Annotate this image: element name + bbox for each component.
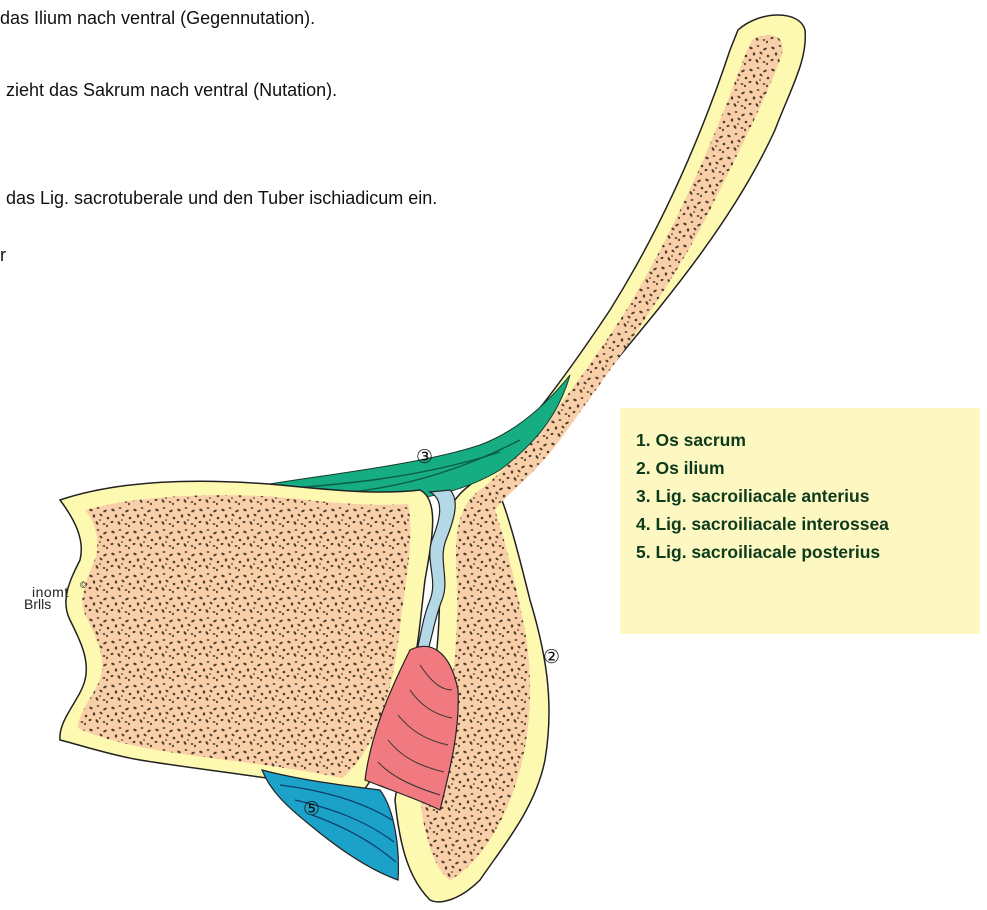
legend-item-lig-interossea: 4. Lig. sacroiliacale interossea bbox=[636, 510, 980, 538]
legend-item-lig-posterius: 5. Lig. sacroiliacale posterius bbox=[636, 538, 980, 566]
watermark-copyright: © bbox=[80, 580, 87, 590]
legend-item-lig-anterius: 3. Lig. sacroiliacale anterius bbox=[636, 482, 980, 510]
os-sacrum-spongiosa bbox=[78, 495, 410, 778]
label-3: ③ bbox=[416, 446, 433, 468]
label-2: ② bbox=[543, 646, 560, 668]
lig-sacroiliacale-posterius bbox=[262, 770, 398, 880]
watermark-bottom: Brlls bbox=[24, 596, 51, 612]
label-5: ⑤ bbox=[303, 798, 320, 820]
legend-item-os-ilium: 2. Os ilium bbox=[636, 454, 980, 482]
legend-box: 1. Os sacrum 2. Os ilium 3. Lig. sacroil… bbox=[620, 408, 980, 634]
watermark-logo: inomt Brlls © bbox=[24, 584, 104, 624]
legend-item-os-sacrum: 1. Os sacrum bbox=[636, 426, 980, 454]
lig-sacroiliacale-anterius bbox=[245, 375, 570, 502]
